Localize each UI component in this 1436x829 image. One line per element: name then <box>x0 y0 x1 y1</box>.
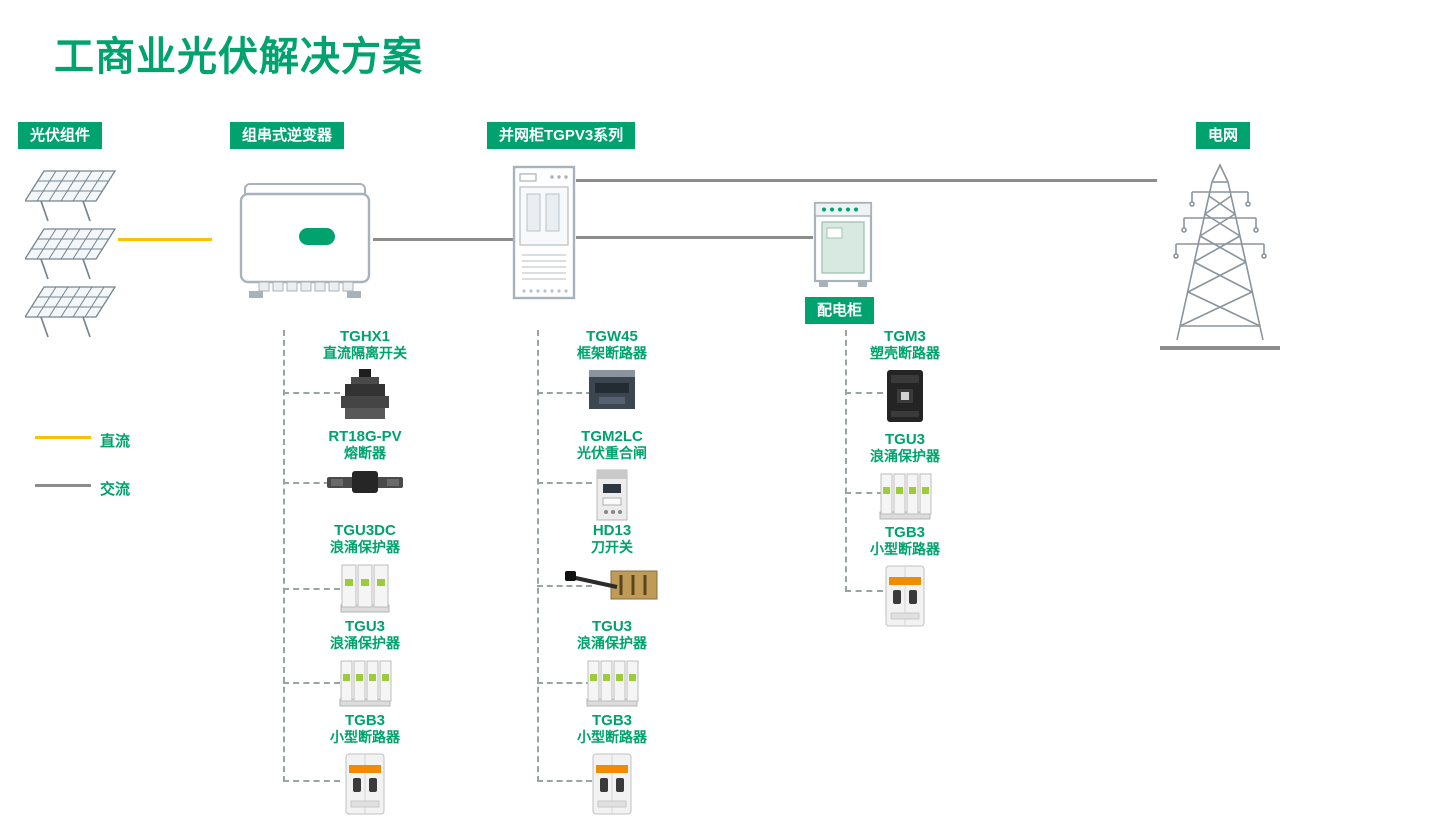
component-desc: 刀开关 <box>591 539 633 555</box>
ac-line-grid-cabinet-to-grid <box>576 179 1157 182</box>
component-tgb3-grid-cabinet: TGB3 小型断路器 <box>532 712 692 817</box>
component-rt18g-pv: RT18G-PV 熔断器 <box>285 428 445 495</box>
connector-rail-dist-cabinet-components <box>845 330 847 592</box>
component-model: TGU3 <box>884 431 925 448</box>
label-grid-cabinet: 并网柜TGPV3系列 <box>487 122 636 149</box>
component-desc: 浪涌保护器 <box>330 635 400 651</box>
component-desc: 光伏重合闸 <box>577 445 647 461</box>
component-tgu3-inverter: TGU3 浪涌保护器 <box>285 618 445 709</box>
component-desc: 浪涌保护器 <box>577 635 647 651</box>
component-tgu3dc: TGU3DC 浪涌保护器 <box>285 522 445 615</box>
component-model: TGB3 <box>884 524 925 541</box>
mini-circuit-breaker-image <box>285 751 445 817</box>
connector-stub <box>283 482 340 484</box>
solar-panel-icon <box>23 168 117 229</box>
component-desc: 小型断路器 <box>870 541 940 557</box>
label-pv-modules: 光伏组件 <box>18 122 103 149</box>
component-model: TGM3 <box>884 328 926 345</box>
component-model: TGU3DC <box>334 522 396 539</box>
connector-rail-grid-cabinet-components <box>537 330 539 782</box>
component-desc: 小型断路器 <box>330 729 400 745</box>
connector-stub <box>537 585 592 587</box>
component-model: RT18G-PV <box>328 428 402 445</box>
molded-case-breaker-image <box>825 367 985 425</box>
component-hd13: HD13 刀开关 <box>532 522 692 605</box>
mini-circuit-breaker-image <box>532 751 692 817</box>
component-desc: 框架断路器 <box>577 345 647 361</box>
string-inverter-icon <box>237 180 373 307</box>
component-tgw45: TGW45 框架断路器 <box>532 328 692 413</box>
component-desc: 熔断器 <box>344 445 386 461</box>
connector-stub <box>283 780 340 782</box>
component-tgu3-dist-cabinet: TGU3 浪涌保护器 <box>825 431 985 522</box>
label-grid: 电网 <box>1196 122 1251 149</box>
connector-stub <box>537 682 592 684</box>
component-tgu3-grid-cabinet: TGU3 浪涌保护器 <box>532 618 692 709</box>
component-model: HD13 <box>592 522 632 539</box>
component-desc: 小型断路器 <box>577 729 647 745</box>
dc-line-pv-to-inverter <box>118 238 212 241</box>
dc-surge-protector-image <box>285 561 445 615</box>
surge-protector-image <box>285 657 445 709</box>
connector-stub <box>537 392 592 394</box>
connector-stub <box>845 392 883 394</box>
connector-stub <box>537 482 592 484</box>
connector-stub <box>283 682 340 684</box>
component-desc: 直流隔离开关 <box>323 345 407 361</box>
connector-rail-inverter-components <box>283 330 285 782</box>
solar-panel-icon <box>23 226 117 287</box>
component-desc: 塑壳断路器 <box>870 345 940 361</box>
component-model: TGB3 <box>344 712 385 729</box>
legend-ac-line <box>35 484 91 487</box>
component-tgm3: TGM3 塑壳断路器 <box>825 328 985 425</box>
ac-line-grid-cabinet-to-dist-cabinet <box>576 236 813 239</box>
component-tgb3-dist-cabinet: TGB3 小型断路器 <box>825 524 985 629</box>
legend-dc-line <box>35 436 91 439</box>
knife-switch-image <box>532 561 692 605</box>
component-desc: 浪涌保护器 <box>330 539 400 555</box>
page-title: 工商业光伏解决方案 <box>54 35 423 79</box>
surge-protector-image <box>825 470 985 522</box>
component-desc: 浪涌保护器 <box>870 448 940 464</box>
grid-cabinet-icon <box>512 165 576 308</box>
component-model: TGU3 <box>591 618 632 635</box>
transmission-tower-icon <box>1156 162 1284 359</box>
ac-line-inverter-to-grid-cabinet <box>373 238 513 241</box>
component-model: TGW45 <box>586 328 638 345</box>
component-tghx1: TGHX1 直流隔离开关 <box>285 328 445 425</box>
component-model: TGB3 <box>591 712 632 729</box>
connector-stub <box>845 492 883 494</box>
mini-circuit-breaker-image <box>825 563 985 629</box>
solar-panel-icon <box>23 284 117 345</box>
dc-isolator-switch-image <box>285 367 445 425</box>
pv-recloser-image <box>532 467 692 523</box>
component-model: TGHX1 <box>339 328 390 345</box>
component-model: TGM2LC <box>581 428 643 445</box>
fuse-image <box>285 467 445 495</box>
component-tgm2lc: TGM2LC 光伏重合闸 <box>532 428 692 523</box>
label-dist-cabinet: 配电柜 <box>805 297 875 324</box>
connector-stub <box>283 588 340 590</box>
connector-stub <box>845 590 883 592</box>
legend-dc-label: 直流 <box>100 433 131 450</box>
connector-stub <box>283 392 340 394</box>
component-model: TGU3 <box>344 618 385 635</box>
frame-circuit-breaker-image <box>532 367 692 413</box>
label-inverter: 组串式逆变器 <box>230 122 345 149</box>
distribution-cabinet-icon <box>812 197 874 294</box>
component-tgb3-inverter: TGB3 小型断路器 <box>285 712 445 817</box>
surge-protector-image <box>532 657 692 709</box>
connector-stub <box>537 780 592 782</box>
legend-ac-label: 交流 <box>100 481 131 498</box>
